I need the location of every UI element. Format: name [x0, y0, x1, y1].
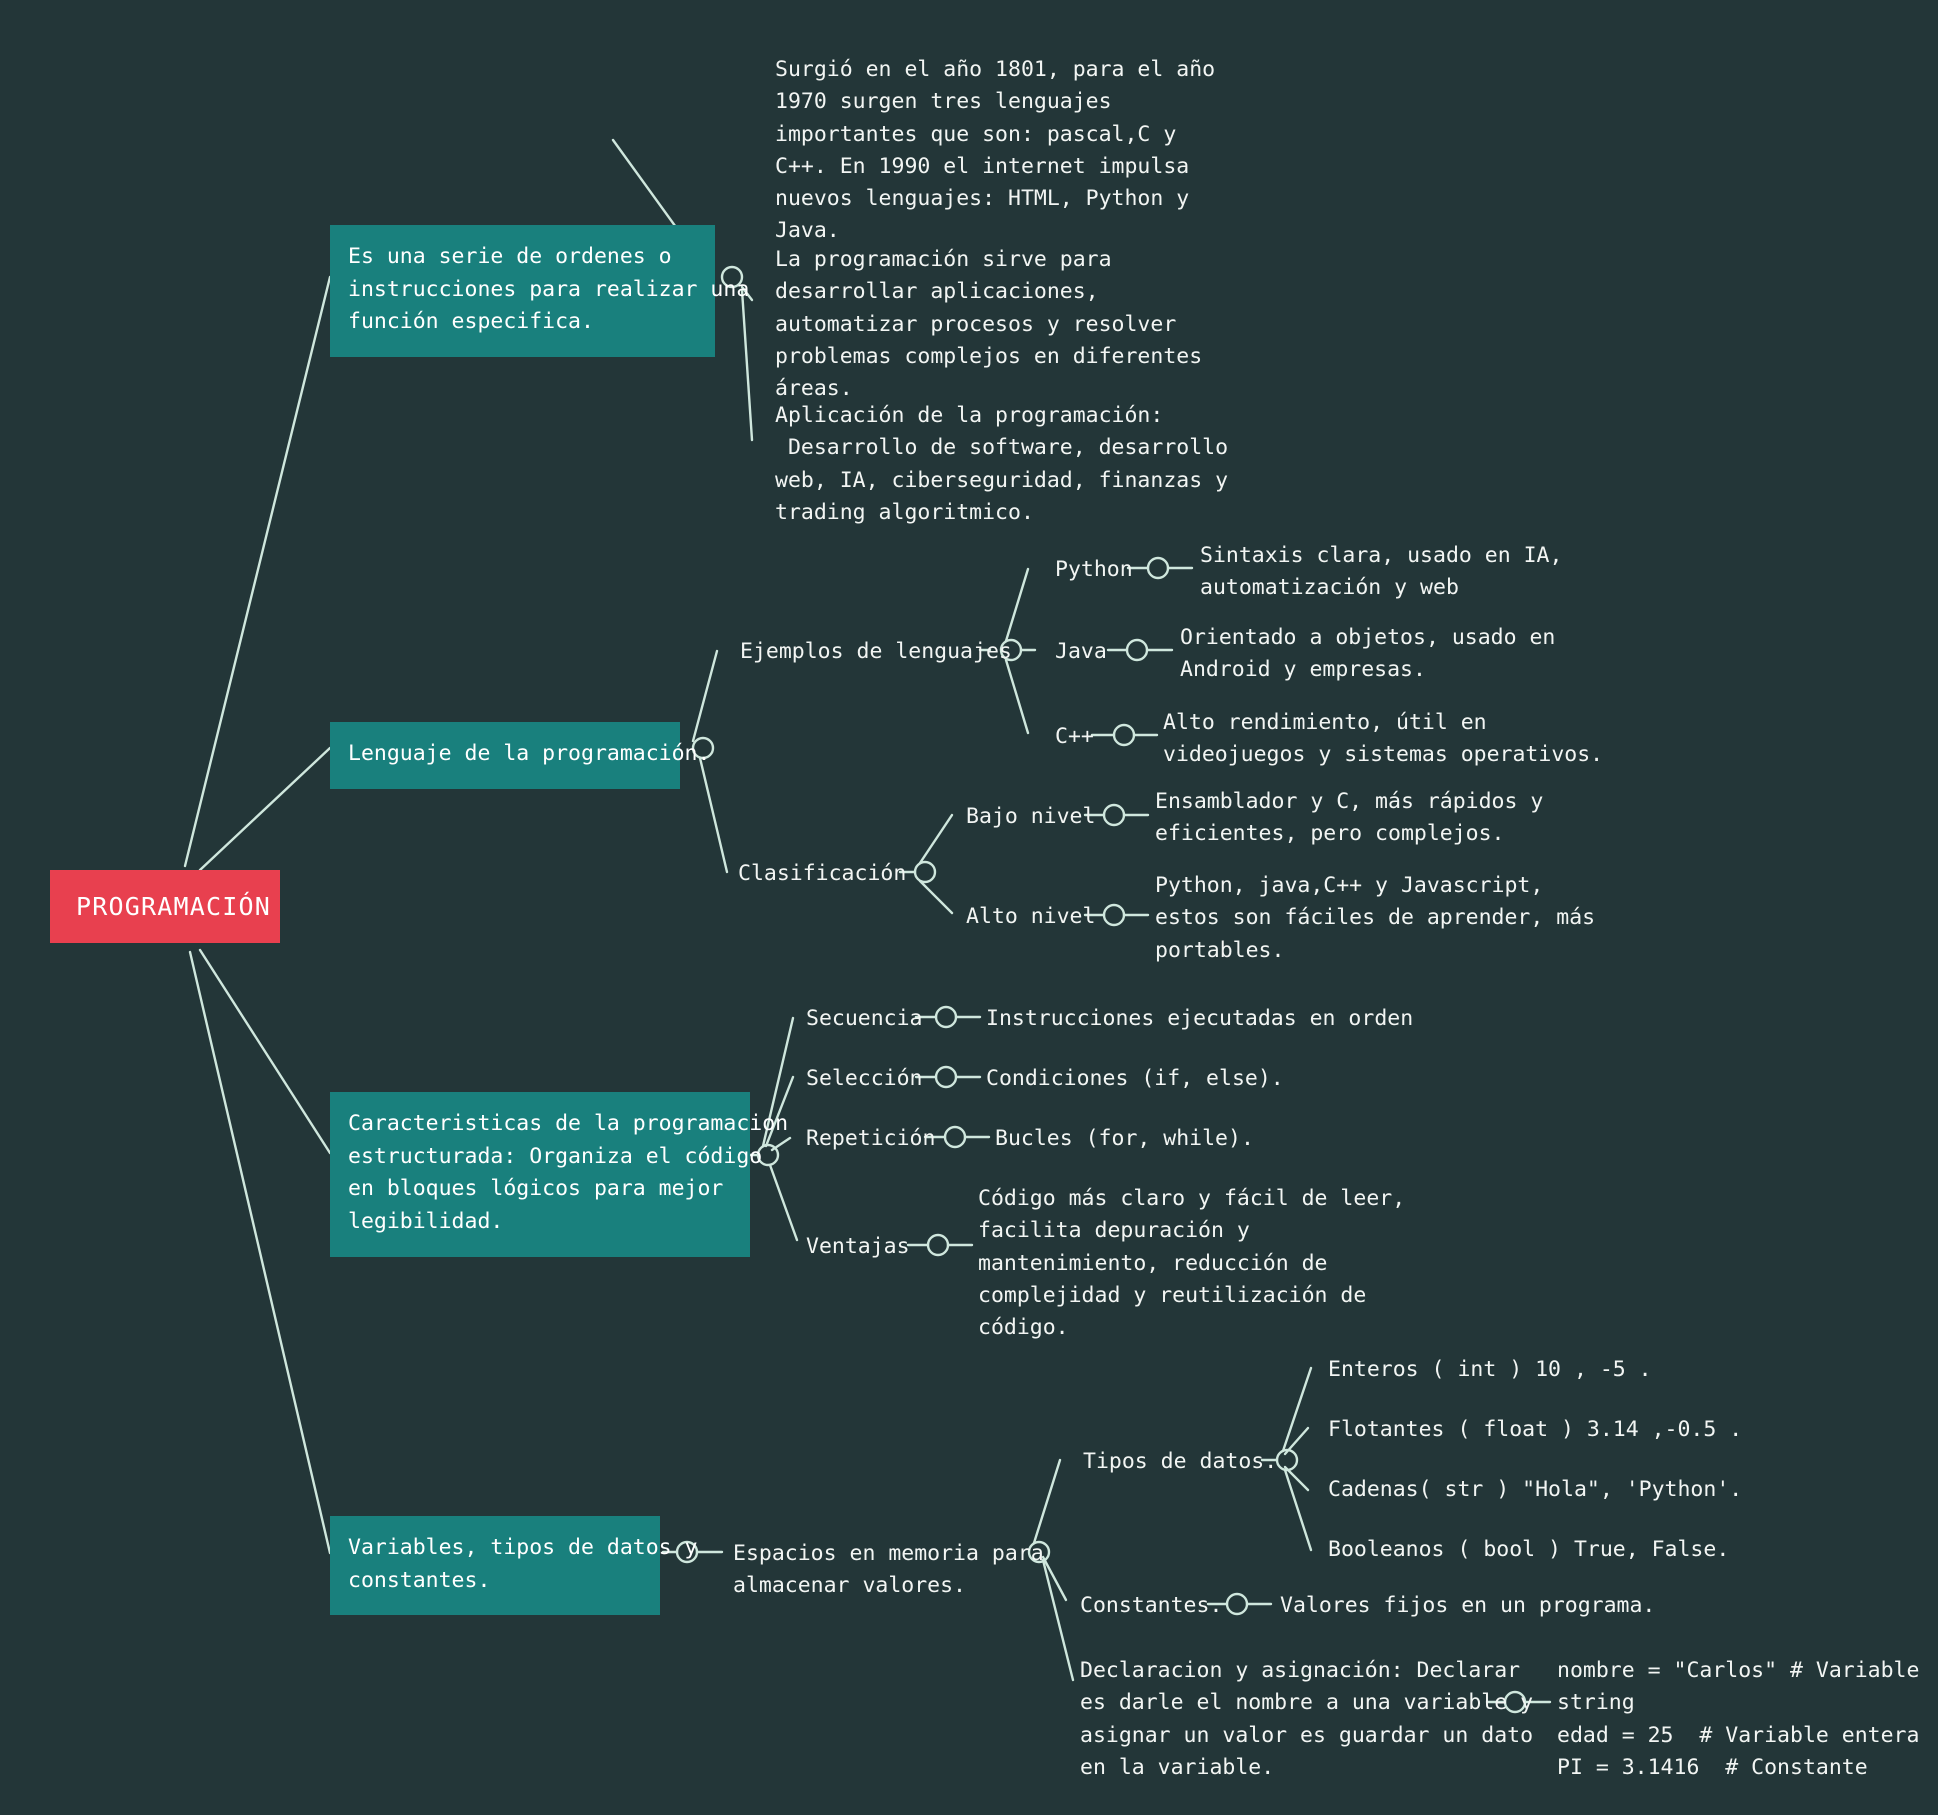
node-seleccion-desc[interactable]: Condiciones (if, else).: [986, 1066, 1284, 1091]
node-java-desc[interactable]: Orientado a objetos, usado en Android y …: [1180, 625, 1556, 683]
node-constantes-desc[interactable]: Valores fijos en un programa.: [1280, 1593, 1656, 1618]
node-repeticion-desc[interactable]: Bucles (for, while).: [995, 1126, 1254, 1151]
node-seleccion-label[interactable]: Selección: [806, 1066, 923, 1091]
node-python-label[interactable]: Python: [1055, 557, 1133, 582]
node-ventajas-desc[interactable]: Código más claro y fácil de leer, facili…: [978, 1186, 1406, 1340]
node-clasificacion[interactable]: Clasificación: [738, 861, 907, 886]
node-java-label[interactable]: Java: [1055, 639, 1107, 664]
node-tipo-flotante[interactable]: Flotantes ( float ) 3.14 ,-0.5 .: [1328, 1417, 1743, 1442]
node-python-desc[interactable]: Sintaxis clara, usado en IA, automatizac…: [1200, 543, 1563, 601]
node-cpp-label[interactable]: C++: [1055, 724, 1094, 749]
node-tipo-booleano[interactable]: Booleanos ( bool ) True, False.: [1328, 1537, 1730, 1562]
node-ejemplos-de-lenguajes[interactable]: Ejemplos de lenguajes: [740, 639, 1012, 664]
node-repeticion-label[interactable]: Repetición: [806, 1126, 936, 1151]
branch-box-lenguaje[interactable]: Lenguaje de la programación.: [330, 722, 710, 789]
node-cpp-desc[interactable]: Alto rendimiento, útil en videojuegos y …: [1163, 710, 1604, 768]
node-variables-intro[interactable]: Espacios en memoria para almacenar valor…: [733, 1541, 1044, 1599]
node-tipos-de-datos-label[interactable]: Tipos de datos.: [1083, 1449, 1278, 1474]
node-aplicacion[interactable]: Aplicación de la programación: Desarroll…: [775, 403, 1229, 525]
node-alto-nivel-desc[interactable]: Python, java,C++ y Javascript, estos son…: [1155, 873, 1596, 963]
node-bajo-nivel-desc[interactable]: Ensamblador y C, más rápidos y eficiente…: [1155, 789, 1544, 847]
branch-box-variables[interactable]: Variables, tipos de datos y constantes.: [330, 1516, 698, 1616]
node-constantes-label[interactable]: Constantes.: [1080, 1593, 1223, 1618]
node-historia[interactable]: Surgió en el año 1801, para el año 1970 …: [775, 57, 1216, 244]
node-declaracion-label[interactable]: Declaracion y asignación: Declarar es da…: [1080, 1658, 1534, 1780]
node-bajo-nivel-label[interactable]: Bajo nivel: [966, 804, 1096, 829]
node-secuencia-desc[interactable]: Instrucciones ejecutadas en orden: [986, 1006, 1414, 1031]
node-para-que-sirve[interactable]: La programación sirve para desarrollar a…: [775, 247, 1203, 401]
node-ventajas-label[interactable]: Ventajas: [806, 1234, 910, 1259]
node-declaracion-code[interactable]: nombre = "Carlos" # Variable string edad…: [1557, 1658, 1920, 1780]
node-tipo-entero[interactable]: Enteros ( int ) 10 , -5 .: [1328, 1357, 1652, 1382]
branch-box-caracteristicas[interactable]: Caracteristicas de la programacion estru…: [330, 1092, 788, 1257]
node-alto-nivel-label[interactable]: Alto nivel: [966, 904, 1096, 929]
branch-box-definicion[interactable]: Es una serie de ordenes o instrucciones …: [330, 225, 749, 358]
node-secuencia-label[interactable]: Secuencia: [806, 1006, 923, 1031]
node-tipo-cadena[interactable]: Cadenas( str ) "Hola", 'Python'.: [1328, 1477, 1743, 1502]
root-node[interactable]: PROGRAMACIÓN: [50, 870, 280, 943]
